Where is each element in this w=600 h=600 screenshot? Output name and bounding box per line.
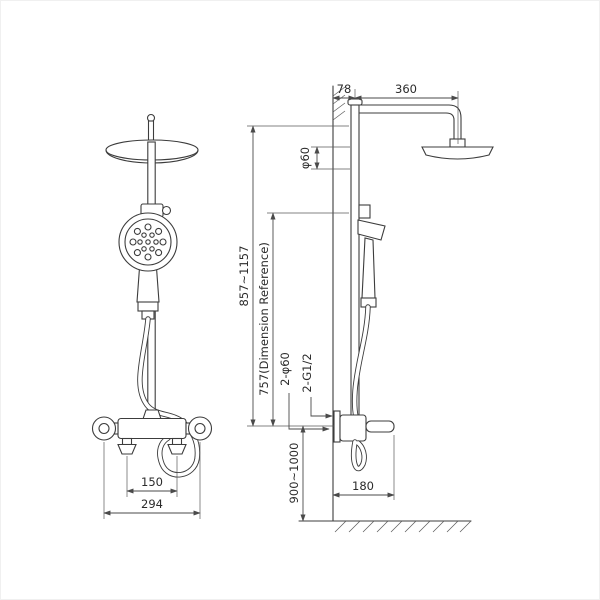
rain-shower-head-side <box>421 146 494 160</box>
mixer-wall-escutcheon <box>333 410 341 443</box>
inlet-escutcheon-left <box>117 443 137 455</box>
front-view <box>91 113 213 478</box>
hand-shower-face <box>118 212 178 272</box>
dim-inlet-spacing: 150 <box>141 475 163 489</box>
dim-pipe-diameter: φ60 <box>298 147 312 169</box>
hand-shower-face-inner <box>124 218 172 266</box>
front-dimensions: 150 294 <box>103 442 201 519</box>
inlet-neck-left <box>121 437 133 446</box>
head-connector-nut <box>449 138 466 148</box>
shower-arm-inner <box>358 112 455 140</box>
dim-valve-width: 294 <box>141 497 163 511</box>
dim-arm-length: 360 <box>395 82 417 96</box>
shower-arm-outer <box>358 104 462 140</box>
mixer-body-front <box>117 417 187 440</box>
inlet-escutcheon-right <box>167 443 187 455</box>
spray-nozzles <box>129 223 167 261</box>
dim-wall-offset: 78 <box>337 82 352 96</box>
dim-overall-height: 857~1157 <box>237 246 251 307</box>
inlet-neck-right <box>171 437 183 446</box>
hand-shower-handle-side <box>361 237 376 299</box>
hand-shower-bracket-side <box>358 204 371 219</box>
label-inlet-thread: 2-G1/2 <box>300 353 314 392</box>
side-view <box>298 85 494 533</box>
floor-hatching <box>334 520 472 533</box>
mixer-body-side <box>339 414 367 442</box>
dim-install-height: 900~1000 <box>287 443 301 504</box>
riser-top-cap <box>347 98 363 106</box>
leader-inlet-thread <box>310 397 333 419</box>
swivel-ball <box>146 113 156 123</box>
mixer-handle-left-hub <box>98 422 110 435</box>
hand-shower-head-side <box>357 219 386 241</box>
side-dimensions: 78 360 φ60 857~1157 757(Dimension Refere… <box>237 82 459 522</box>
hose-loop-side-inner <box>351 440 366 471</box>
mixer-handle-left <box>91 416 117 441</box>
shower-hose-side-inner <box>352 305 370 419</box>
mixer-spout-side <box>365 420 395 433</box>
leader-cover-plate <box>288 393 330 432</box>
mixer-handle-right-hub <box>194 422 206 435</box>
mixer-escutcheon-center <box>142 409 162 420</box>
hand-shower-nut <box>137 301 159 312</box>
slider-knob <box>161 205 172 216</box>
mixer-handle-right <box>187 416 213 441</box>
dim-spout-reach: 180 <box>352 479 374 493</box>
label-cover-plate: 2-φ60 <box>278 352 292 386</box>
dim-reference-height: 757(Dimension Reference) <box>257 242 271 396</box>
